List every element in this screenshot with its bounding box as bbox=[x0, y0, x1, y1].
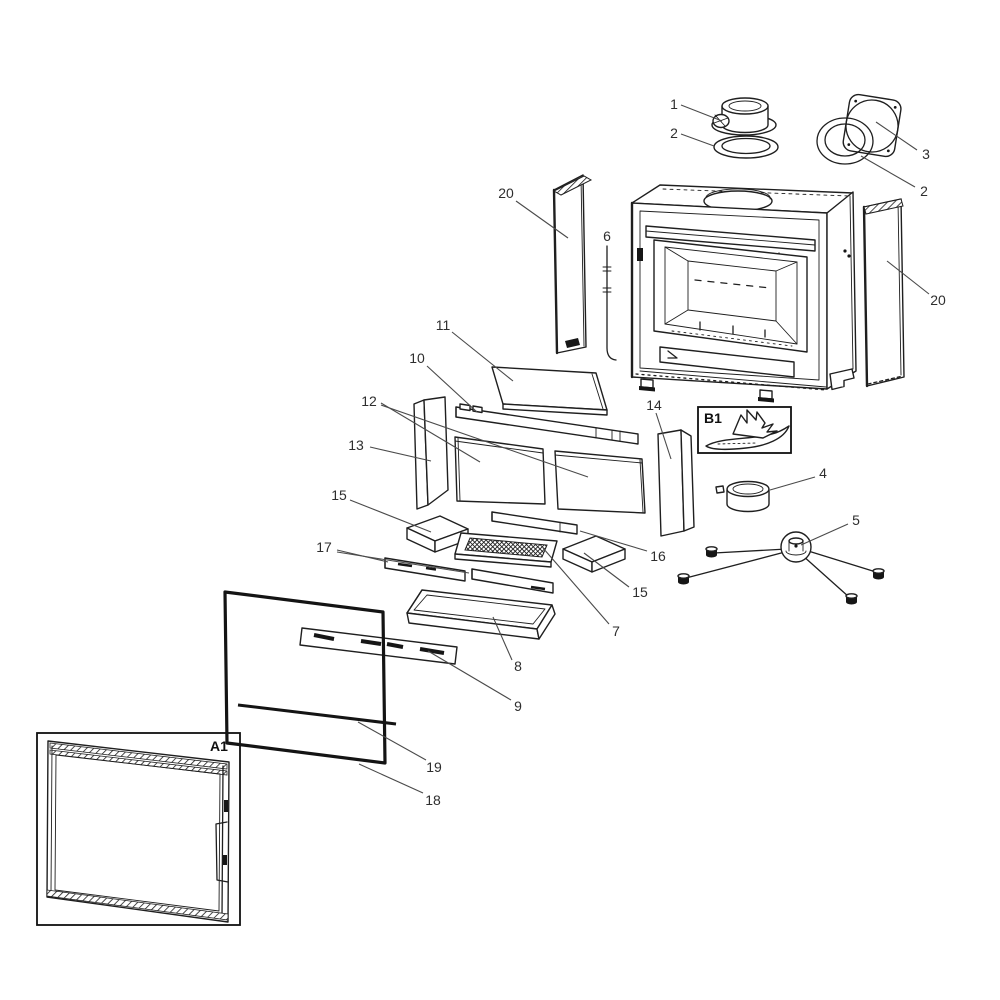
callout-3: 3 bbox=[922, 146, 930, 162]
callout-17: 17 bbox=[316, 539, 332, 555]
part-12-back-bricks-drawing bbox=[454, 436, 646, 514]
callout-20-left: 20 bbox=[498, 185, 514, 201]
part-6-operating-rod-drawing bbox=[602, 245, 617, 361]
callout-20-right: 20 bbox=[930, 292, 946, 308]
part-2-gasket-ring-left-drawing bbox=[713, 135, 779, 159]
inset-a1-door-assembly bbox=[36, 732, 241, 926]
leader-lines bbox=[336, 104, 930, 794]
part-13-side-brick-drawing bbox=[413, 396, 449, 510]
callout-2-left: 2 bbox=[670, 125, 678, 141]
part-16-front-bar-drawing bbox=[491, 511, 578, 535]
inset-label-b1: B1 bbox=[704, 410, 722, 426]
callout-9: 9 bbox=[514, 698, 522, 714]
callout-7: 7 bbox=[612, 623, 620, 639]
part-18-door-glass-drawing bbox=[223, 590, 387, 765]
callout-labels: 1 2 3 2 20 6 20 11 10 12 13 14 4 5 15 16… bbox=[210, 96, 946, 808]
part-2-gasket-ring-right-drawing bbox=[816, 117, 874, 165]
part-17-runner-strips-drawing bbox=[384, 557, 554, 594]
callout-5: 5 bbox=[852, 512, 860, 528]
part-4-collar-drawing bbox=[715, 480, 770, 513]
inset-b1-baffle-assembly bbox=[697, 406, 792, 454]
callout-12: 12 bbox=[361, 393, 377, 409]
part-9-air-control-strip-drawing bbox=[299, 627, 458, 665]
part-11-baffle-plate-drawing bbox=[491, 366, 608, 416]
callout-1: 1 bbox=[670, 96, 678, 112]
callout-11: 11 bbox=[436, 317, 451, 333]
part-19-glass-gasket-drawing bbox=[237, 703, 397, 726]
part-20-side-panel-left-drawing bbox=[552, 174, 593, 355]
callout-8: 8 bbox=[514, 658, 522, 674]
callout-15-right: 15 bbox=[632, 584, 648, 600]
part-15-floor-brick-right-drawing bbox=[562, 535, 626, 573]
callout-15-left: 15 bbox=[331, 487, 347, 503]
part-1-flue-collar-drawing bbox=[711, 97, 777, 136]
part-10-log-retainer-bar-drawing bbox=[455, 403, 639, 445]
part-3-blanking-plate-drawing bbox=[842, 93, 902, 158]
callout-16: 16 bbox=[650, 548, 666, 564]
callout-14: 14 bbox=[646, 397, 662, 413]
part-5-leg-assembly-drawing bbox=[677, 531, 885, 605]
callout-18: 18 bbox=[425, 792, 441, 808]
callout-4: 4 bbox=[819, 465, 827, 481]
firebox-body-drawing bbox=[630, 184, 857, 403]
part-14-side-brick-drawing bbox=[657, 429, 695, 537]
inset-label-a1: A1 bbox=[210, 738, 228, 754]
callout-6: 6 bbox=[603, 228, 611, 244]
part-20-side-panel-right-drawing bbox=[862, 198, 905, 388]
callout-19: 19 bbox=[426, 759, 442, 775]
part-7-grate-drawing bbox=[454, 532, 558, 568]
callout-2-right: 2 bbox=[920, 183, 928, 199]
part-8-ash-pan-drawing bbox=[406, 589, 556, 640]
callout-13: 13 bbox=[348, 437, 364, 453]
callout-10: 10 bbox=[409, 350, 425, 366]
leg-feet bbox=[677, 546, 885, 605]
